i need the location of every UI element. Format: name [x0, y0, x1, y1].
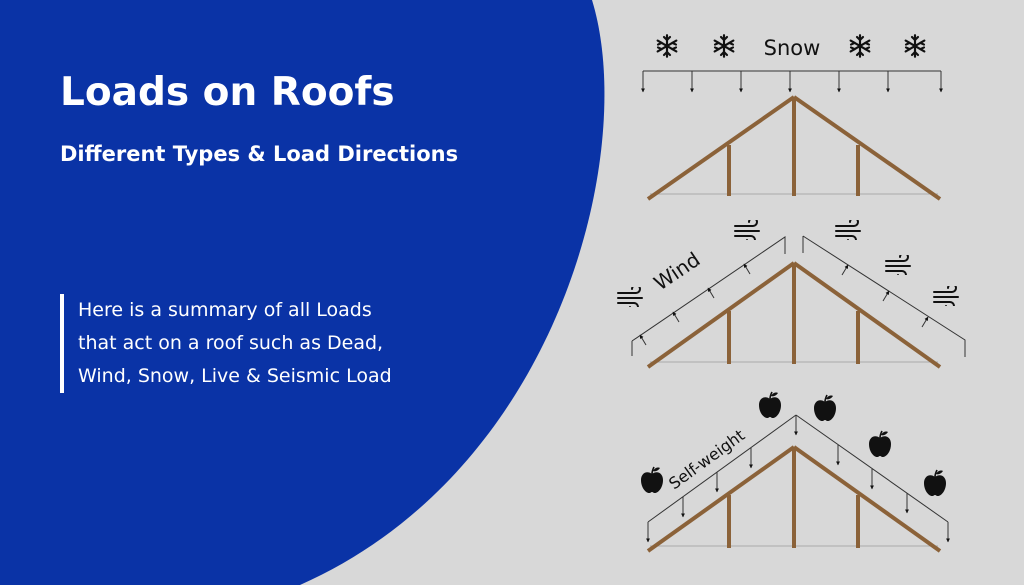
snow-label: Snow [764, 36, 821, 60]
page-subtitle: Different Types & Load Directions [60, 142, 459, 166]
summary-line: Here is a summary of all Loads [78, 299, 372, 321]
blue-panel [0, 0, 605, 585]
snow-diagram: Snow [641, 34, 943, 201]
self-weight-label: Self-weight [665, 426, 748, 494]
roof-truss-wind [646, 261, 942, 369]
wind-diagram: Wind [617, 220, 966, 369]
roof-truss-snow [646, 95, 942, 201]
summary-line: that act on a roof such as Dead, [78, 332, 384, 354]
roof-truss-self-weight [646, 445, 942, 553]
summary-line: Wind, Snow, Live & Seismic Load [78, 365, 392, 387]
wind-label: Wind [649, 247, 704, 295]
page-title: Loads on Roofs [60, 70, 395, 115]
self-weight-diagram: Self-weight [640, 391, 950, 553]
summary-text: Here is a summary of all Loads that act … [60, 294, 498, 393]
